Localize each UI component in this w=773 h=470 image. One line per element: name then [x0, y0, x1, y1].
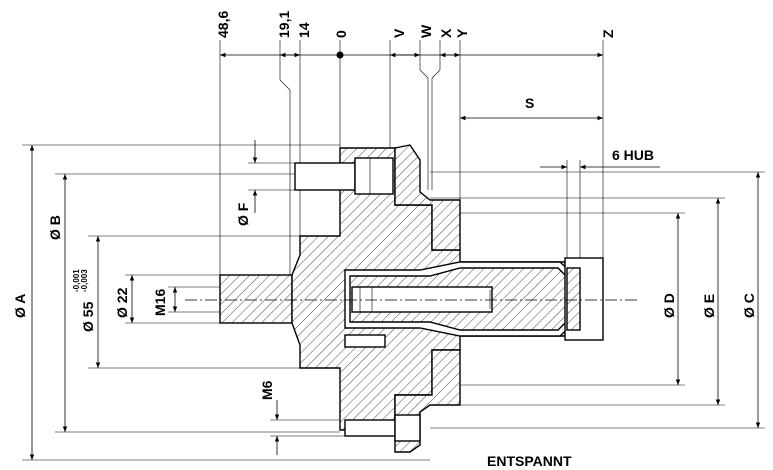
label-phi-e: Ø E — [701, 294, 717, 318]
center-bolt — [351, 286, 493, 313]
state-label: ENTSPANNT — [487, 453, 572, 469]
dim-label-y: Y — [454, 28, 470, 38]
label-m6: M6 — [259, 380, 275, 400]
dim-label-19-1: 19,1 — [276, 11, 292, 38]
part-section — [219, 144, 604, 453]
dim-label-0: 0 — [333, 30, 349, 38]
dim-label-v: V — [391, 28, 407, 38]
label-phi-d: Ø D — [661, 293, 677, 318]
dim-label-x: X — [438, 28, 454, 38]
collet-ring — [566, 267, 581, 331]
dim-label-14: 14 — [296, 22, 312, 38]
label-m16: M16 — [152, 289, 168, 316]
label-phi-55: Ø 55 — [80, 301, 96, 332]
label-phi-b: Ø B — [47, 215, 63, 240]
right-diameter-dimensions — [430, 171, 765, 429]
top-screw-head — [354, 157, 394, 195]
hub-dimension — [540, 160, 660, 272]
label-phi-a: Ø A — [12, 294, 28, 318]
top-reference-lines — [219, 40, 604, 300]
dim-label-w: W — [418, 24, 434, 38]
shank — [219, 274, 293, 324]
tolerance-upper: -0,001 — [72, 269, 81, 292]
tolerance-lower: -0,003 — [80, 269, 89, 292]
label-phi-c: Ø C — [741, 293, 757, 318]
label-s: S — [525, 95, 534, 111]
dim-label-48-6: 48,6 — [215, 11, 231, 38]
label-phi-22: Ø 22 — [114, 287, 130, 318]
top-screw — [294, 162, 356, 191]
left-diameter-dimensions — [22, 140, 430, 461]
bottom-screw — [344, 419, 396, 437]
dim-label-z: Z — [600, 29, 616, 38]
locating-pin — [344, 334, 386, 348]
bottom-screw-head — [394, 414, 421, 442]
label-6-hub: 6 HUB — [612, 147, 654, 163]
zero-reference-dot — [336, 51, 344, 59]
flange-step — [394, 144, 461, 251]
label-phi-f: Ø F — [235, 202, 251, 226]
